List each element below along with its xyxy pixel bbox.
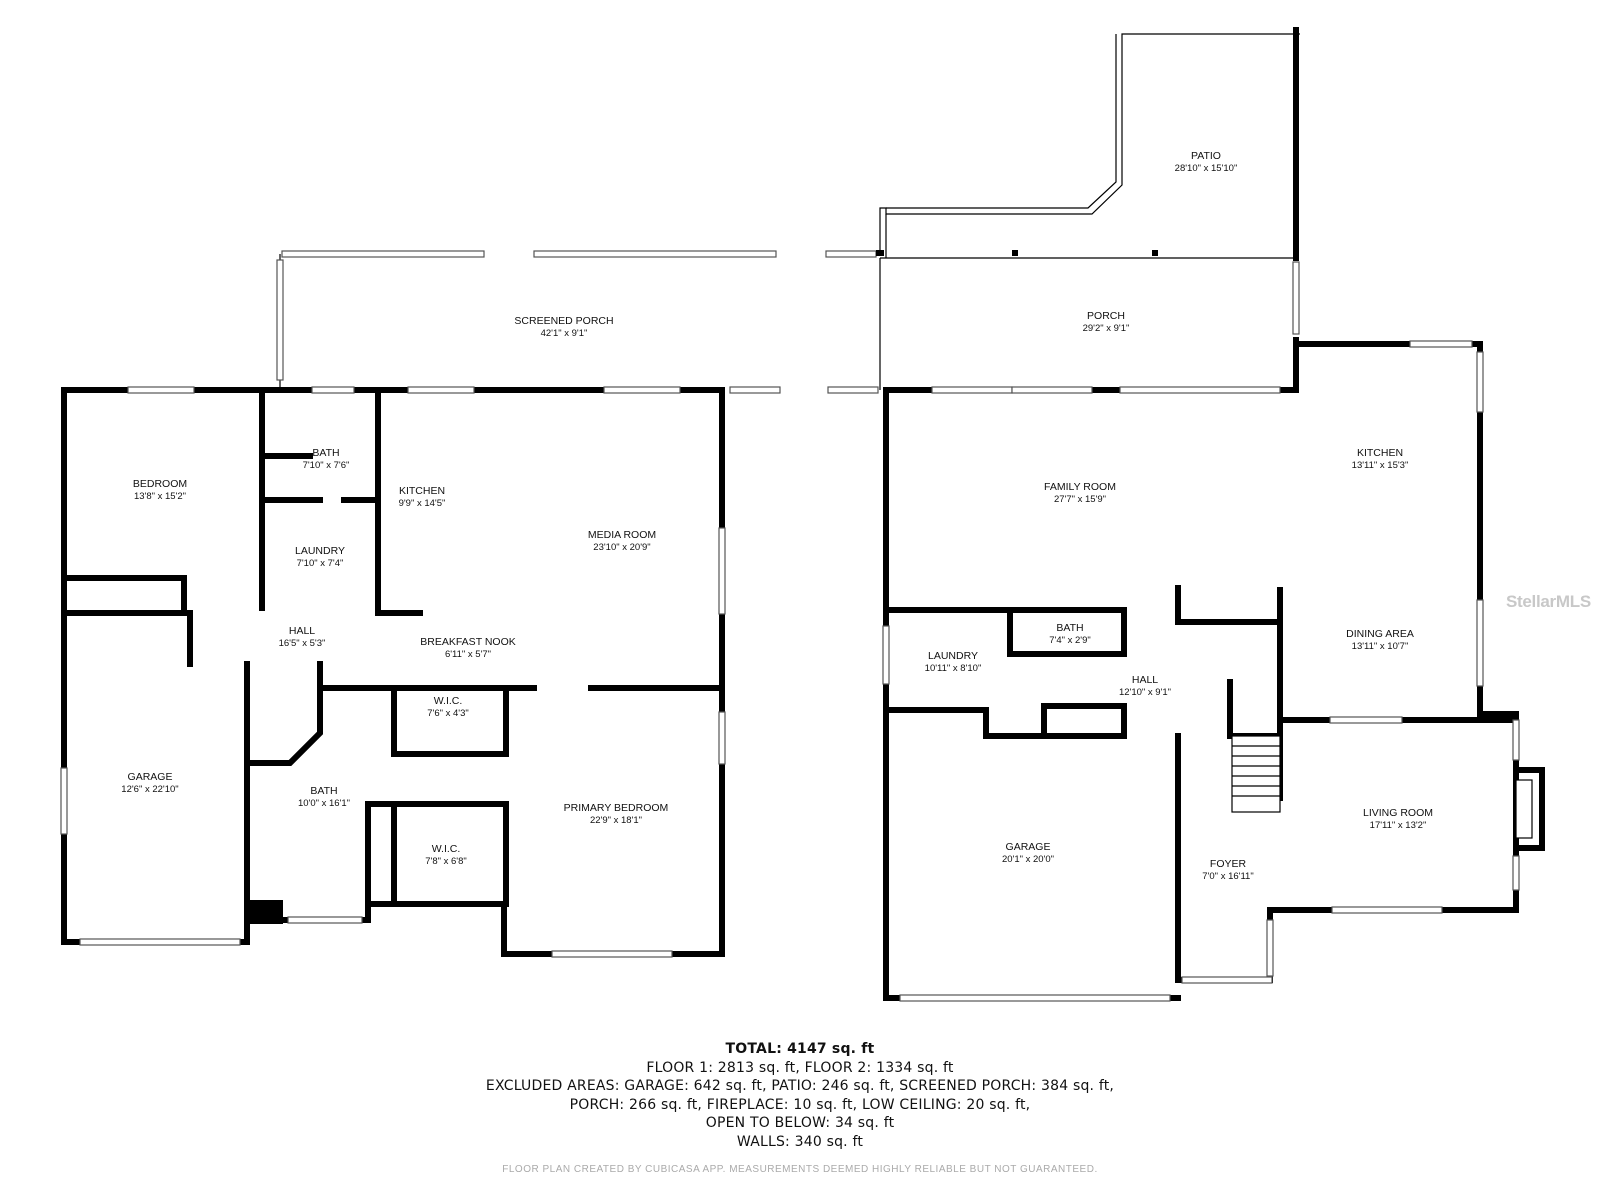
- room-dim-kitchen-right: 13'11" x 15'3": [1352, 460, 1409, 471]
- room-name-foyer: FOYER: [1210, 858, 1247, 870]
- room-dim-hall-right: 12'10" x 9'1": [1119, 687, 1171, 698]
- room-dim-porch: 29'2" x 9'1": [1083, 323, 1130, 334]
- right-floor-plan: [876, 27, 1545, 1002]
- left-walls: [61, 387, 725, 957]
- room-name-bath-upper: BATH: [312, 447, 339, 459]
- room-name-kitchen-right: KITCHEN: [1357, 447, 1403, 459]
- room-name-porch: PORCH: [1087, 310, 1125, 322]
- room-name-kitchen-left: KITCHEN: [399, 485, 445, 497]
- room-dim-bath-upper: 7'10" x 7'6": [303, 460, 350, 471]
- floor-areas: FLOOR 1: 2813 sq. ft, FLOOR 2: 1334 sq. …: [646, 1059, 954, 1076]
- room-dim-breakfast-nook: 6'11" x 5'7": [445, 649, 491, 660]
- room-name-laundry-left: LAUNDRY: [295, 545, 345, 557]
- stairs: [1231, 735, 1281, 813]
- room-dim-living-room: 17'11" x 13'2": [1370, 820, 1427, 831]
- room-name-bedroom: BEDROOM: [133, 478, 187, 490]
- room-dim-primary-bedroom: 22'9" x 18'1": [590, 815, 642, 826]
- total-area: TOTAL: 4147 sq. ft: [725, 1041, 875, 1057]
- room-name-hall-left: HALL: [289, 625, 315, 637]
- excluded-areas-line-2: PORCH: 266 sq. ft, FIREPLACE: 10 sq. ft,…: [569, 1096, 1031, 1113]
- disclaimer: FLOOR PLAN CREATED BY CUBICASA APP. MEAS…: [502, 1164, 1098, 1175]
- room-dim-wic-1: 7'6" x 4'3": [427, 708, 469, 719]
- room-name-breakfast-nook: BREAKFAST NOOK: [420, 636, 516, 648]
- left-floor-plan: [60, 250, 879, 958]
- room-dim-bedroom: 13'8" x 15'2": [134, 491, 186, 502]
- room-dim-garage-left: 12'6" x 22'10": [121, 784, 178, 795]
- walls-area: WALLS: 340 sq. ft: [736, 1133, 864, 1150]
- room-dim-garage-right: 20'1" x 20'0": [1002, 854, 1054, 865]
- room-name-patio: PATIO: [1191, 150, 1221, 162]
- area-summary: TOTAL: 4147 sq. ft FLOOR 1: 2813 sq. ft,…: [0, 1040, 1600, 1151]
- room-name-garage-right: GARAGE: [1006, 841, 1051, 853]
- room-name-laundry-right: LAUNDRY: [928, 650, 978, 662]
- room-dim-kitchen-left: 9'9" x 14'5": [399, 498, 446, 509]
- room-name-wic-2: W.I.C.: [432, 843, 461, 855]
- room-name-dining-area: DINING AREA: [1346, 628, 1414, 640]
- room-name-living-room: LIVING ROOM: [1363, 807, 1433, 819]
- room-dim-family-room: 27'7" x 15'9": [1054, 494, 1106, 505]
- room-dim-laundry-left: 7'10" x 7'4": [297, 558, 344, 569]
- room-dim-media-room: 23'10" x 20'9": [593, 542, 650, 553]
- left-windows: [60, 386, 879, 958]
- right-windows: [882, 261, 1520, 1002]
- room-dim-foyer: 7'0" x 16'11": [1202, 871, 1253, 882]
- right-walls: [883, 27, 1545, 1001]
- room-dim-wic-2: 7'8" x 6'8": [425, 856, 467, 867]
- room-name-garage-left: GARAGE: [128, 771, 173, 783]
- room-name-screened-porch: SCREENED PORCH: [514, 315, 613, 327]
- room-name-family-room: FAMILY ROOM: [1044, 481, 1116, 493]
- patio-outline: [879, 33, 1300, 390]
- excluded-areas-line-3: OPEN TO BELOW: 34 sq. ft: [705, 1115, 895, 1131]
- excluded-areas-line-1: EXCLUDED AREAS: GARAGE: 642 sq. ft, PATI…: [485, 1078, 1115, 1094]
- room-name-bath-right: BATH: [1056, 622, 1083, 634]
- room-dim-laundry-right: 10'11" x 8'10": [925, 663, 982, 674]
- stellarmls-watermark: StellarMLS: [1506, 592, 1591, 611]
- room-dim-dining-area: 13'11" x 10'7": [1352, 641, 1409, 652]
- room-dim-patio: 28'10" x 15'10": [1175, 163, 1238, 174]
- room-labels: SCREENED PORCH 42'1" x 9'1" BEDROOM 13'8…: [121, 150, 1433, 882]
- room-dim-bath-primary: 10'0" x 16'1": [298, 798, 350, 809]
- room-name-media-room: MEDIA ROOM: [588, 529, 656, 541]
- room-name-bath-primary: BATH: [310, 785, 337, 797]
- room-name-wic-1: W.I.C.: [434, 695, 463, 707]
- room-dim-bath-right: 7'4" x 2'9": [1049, 635, 1091, 646]
- room-name-hall-right: HALL: [1132, 674, 1158, 686]
- room-dim-screened-porch: 42'1" x 9'1": [541, 328, 588, 339]
- room-name-primary-bedroom: PRIMARY BEDROOM: [564, 802, 669, 814]
- room-dim-hall-left: 16'5" x 5'3": [279, 638, 326, 649]
